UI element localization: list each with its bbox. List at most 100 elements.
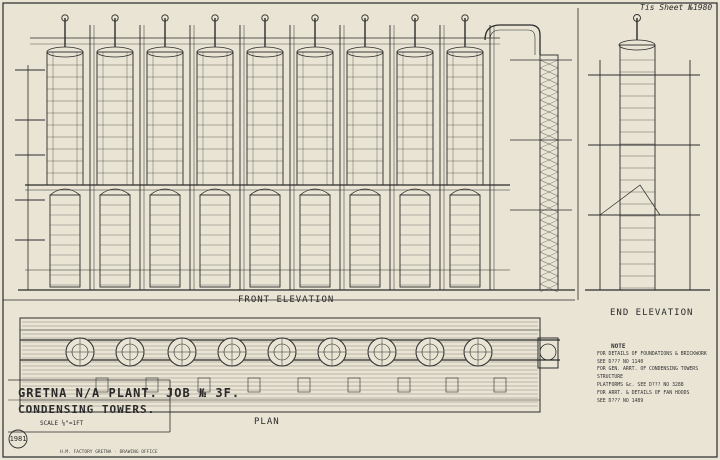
plan-foundation-pad (197, 377, 211, 393)
tower-valve (111, 14, 119, 22)
stair-flight (539, 203, 559, 213)
end-valve (633, 14, 641, 22)
plan-foundation-pad (247, 377, 261, 393)
title-condensing-towers: CONDENSING TOWERS. (18, 403, 156, 416)
sheet-number: 1981 (9, 435, 27, 443)
tower-upper-body (246, 51, 284, 186)
tower-upper-body (296, 51, 334, 186)
condensing-tower (446, 14, 495, 290)
stair-flight (539, 131, 559, 141)
gas-main-pipe (489, 29, 536, 55)
stair-tower (484, 24, 572, 293)
stair-flight (539, 187, 559, 197)
note-line: FOR ARRT. & DETAILS OF FAN HOODS (597, 390, 690, 396)
plan-tower (415, 337, 459, 393)
front-elevation-label: FRONT ELEVATION (238, 295, 335, 305)
notes-title: NOTE (611, 343, 626, 350)
stair-flight (539, 235, 559, 245)
stair-flight (539, 91, 559, 101)
plan-stair-circle (539, 343, 557, 361)
tower-lower-dome (149, 188, 181, 196)
tower-valve (211, 14, 219, 22)
tower-valve (61, 14, 69, 22)
condensing-tower (96, 14, 145, 290)
plan-tower (217, 337, 261, 393)
tower-upper-body (396, 51, 434, 186)
tower-lower-dome (449, 188, 481, 196)
stair-flight (539, 243, 559, 253)
stair-flight (539, 283, 559, 293)
stair-flight (539, 115, 559, 125)
stair-flight (539, 155, 559, 165)
note-line: FOR GEN. ARRT. OF CONDENSING TOWERS STRU… (597, 367, 699, 381)
plan-tower (463, 337, 507, 393)
plan-tower (65, 337, 109, 393)
plan-tower (167, 337, 211, 393)
end-elevation-label: END ELEVATION (610, 308, 694, 318)
plan-label: PLAN (254, 417, 280, 427)
stair-frame (539, 54, 559, 291)
condensing-tower (146, 14, 195, 290)
plan-foundation-pad (347, 377, 361, 393)
end-elevation-view (585, 14, 710, 291)
condensing-tower (46, 14, 95, 290)
stair-flight (539, 227, 559, 237)
stair-flight (539, 99, 559, 109)
plan-foundation-pad (95, 377, 109, 393)
tower-valve (261, 14, 269, 22)
left-gallery (15, 65, 45, 290)
tower-lower-dome (299, 188, 331, 196)
tower-lower-dome (99, 188, 131, 196)
plan-foundation-pad (145, 377, 159, 393)
tower-lower-body (149, 194, 181, 288)
stair-flight (539, 75, 559, 85)
condensing-tower (246, 14, 295, 290)
condensing-tower (196, 14, 245, 290)
sheet-number-circle (8, 429, 28, 449)
printer-footer: H.M. FACTORY GRETNA · DRAWING OFFICE (60, 450, 158, 455)
condensing-tower (346, 14, 395, 290)
stair-flight (539, 259, 559, 269)
note-line: PLATFORMS &c. SEE D??? NO 3288 (597, 382, 684, 388)
notes-block: NOTE FOR DETAILS OF FOUNDATIONS & BRICKW… (597, 343, 720, 405)
tower-upper-body (146, 51, 184, 186)
plan-foundation-pad (397, 377, 411, 393)
stair-flight (539, 211, 559, 221)
stair-flight (539, 83, 559, 93)
plan-foundation-pad (445, 377, 459, 393)
tower-upper-body (446, 51, 484, 186)
stair-flight (539, 219, 559, 229)
stair-flight (539, 163, 559, 173)
tower-lower-dome (49, 188, 81, 196)
title-plant-job: GRETNA N/A PLANT. JOB № 3F. (18, 386, 241, 400)
plan-tower (267, 337, 311, 393)
stair-flight (539, 107, 559, 117)
tower-lower-dome (399, 188, 431, 196)
tower-valve (461, 14, 469, 22)
gas-main-pipe (484, 24, 541, 55)
tower-lower-body (449, 194, 481, 288)
note-line: SEE D??? NO 1489 (597, 398, 644, 404)
plan-view (19, 317, 560, 413)
stair-flight (539, 171, 559, 181)
plan-tower (367, 337, 411, 393)
scale-note: SCALE ⅛"=1FT (40, 420, 84, 427)
condensing-tower (296, 14, 345, 290)
plan-tower (115, 337, 159, 393)
tower-lower-body (249, 194, 281, 288)
stair-flight (539, 275, 559, 285)
tower-lower-body (99, 194, 131, 288)
tower-upper-body (46, 51, 84, 186)
plan-foundation-pad (493, 377, 507, 393)
plan-foundation-pad (297, 377, 311, 393)
tower-lower-body (399, 194, 431, 288)
tower-lower-dome (349, 188, 381, 196)
tower-valve (411, 14, 419, 22)
tower-valve (361, 14, 369, 22)
tower-lower-body (199, 194, 231, 288)
note-line: FOR DETAILS OF FOUNDATIONS & BRICKWORK (597, 351, 707, 357)
front-elevation-view (15, 14, 575, 293)
